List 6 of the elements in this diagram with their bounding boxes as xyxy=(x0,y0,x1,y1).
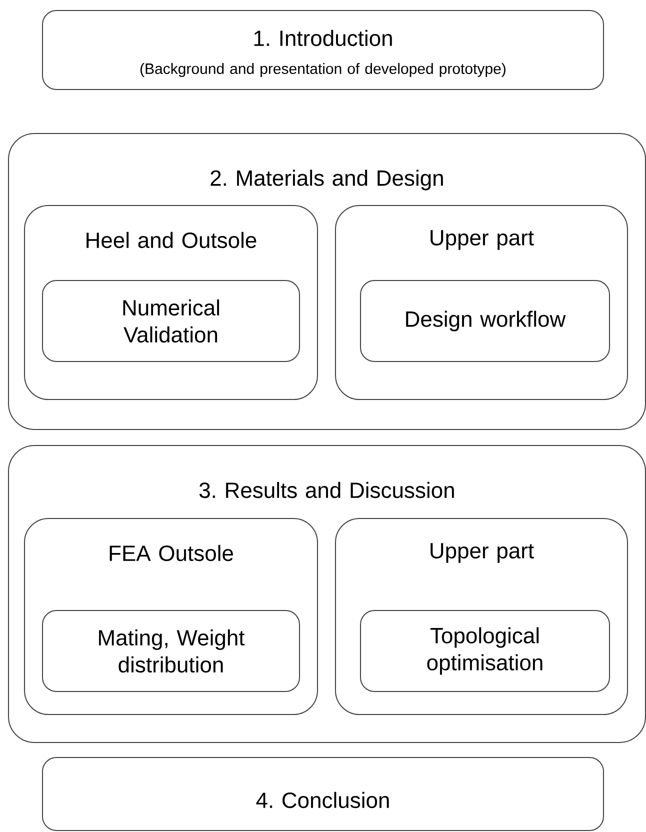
topic-box: Mating, Weight distribution xyxy=(42,610,300,692)
topic-box: Topological optimisation xyxy=(360,610,610,692)
section-box: 4. Conclusion xyxy=(42,757,604,831)
section-box: 1. Introduction (Background and presentation of developed prototype) xyxy=(42,10,604,90)
topic-box: Design workflow xyxy=(360,280,610,362)
topic-box: Numerical Validation xyxy=(42,280,300,362)
